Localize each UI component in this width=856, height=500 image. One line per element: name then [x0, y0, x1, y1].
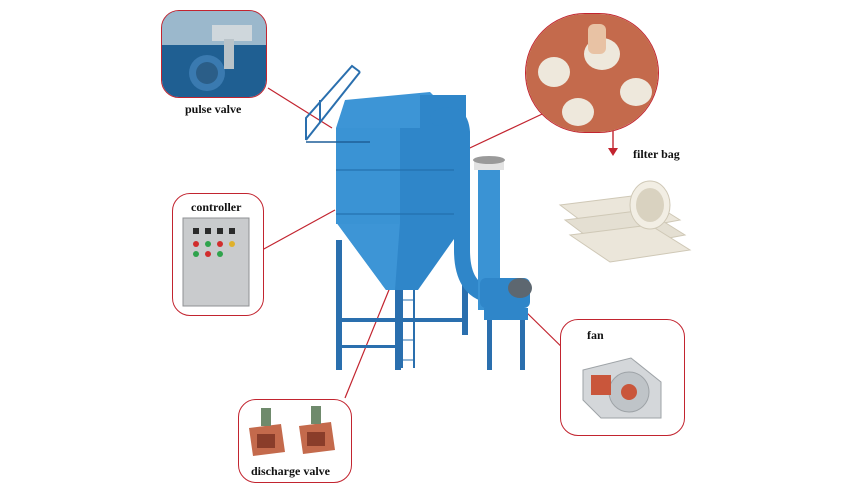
fan-image [582, 357, 662, 419]
discharge-valve-callout: discharge valve [238, 399, 352, 483]
pulse-valve-callout [161, 10, 267, 98]
discharge-valve-label: discharge valve [251, 464, 330, 478]
controller-callout: controller [172, 193, 264, 316]
filter-bag-callout [525, 13, 659, 133]
fan-label: fan [587, 328, 604, 342]
fan-callout: fan [560, 319, 685, 436]
leader-discharge-valve [344, 279, 394, 399]
dust-collector-machine [305, 64, 532, 370]
filter-bag-install-image [526, 14, 658, 132]
controller-cabinet-image [182, 217, 250, 307]
arrow-down-icon [608, 130, 618, 156]
filter-bag-label: filter bag [633, 147, 680, 161]
filter-bag-image [558, 180, 692, 263]
discharge-valve-image [249, 406, 335, 456]
controller-label: controller [191, 200, 242, 214]
leader-controller [261, 209, 336, 251]
pulse-valve-image [162, 11, 266, 97]
leader-pulse-valve [267, 87, 333, 129]
pulse-valve-label: pulse valve [185, 102, 242, 116]
